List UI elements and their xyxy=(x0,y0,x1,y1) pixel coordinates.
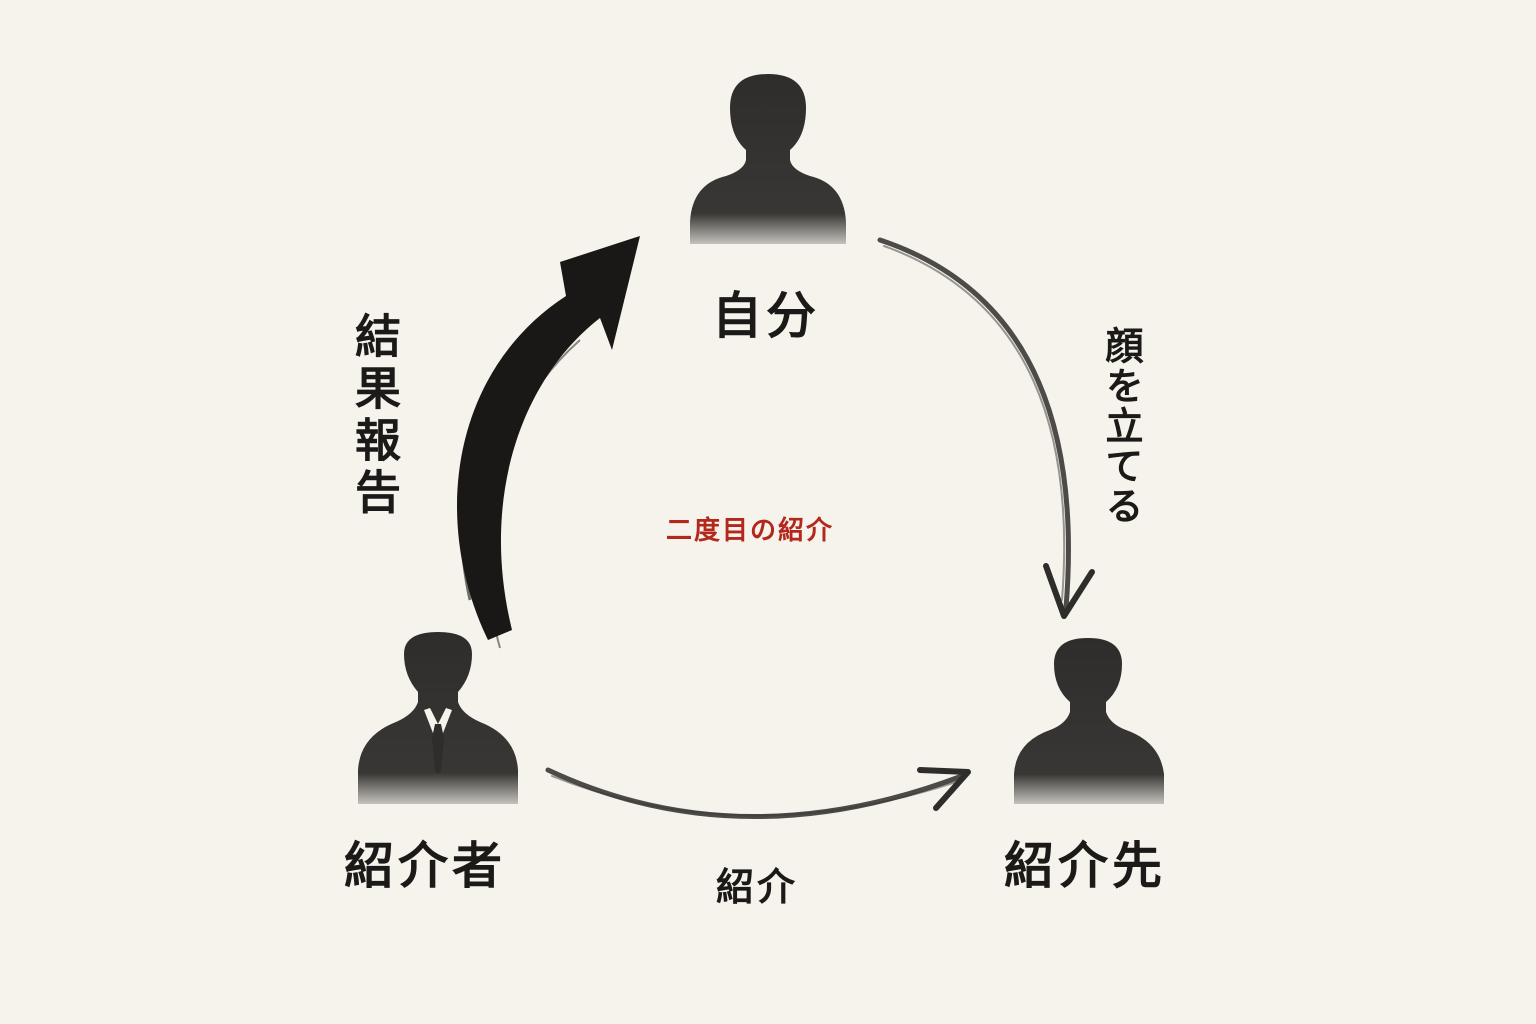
save-face-edge-label: 顔を立てる xyxy=(1099,326,1144,526)
introducer-businessman-icon xyxy=(358,632,518,804)
arrow-introducer-to-self xyxy=(457,236,640,649)
target-label: 紹介先 xyxy=(1004,836,1166,895)
target-person-icon xyxy=(1014,638,1164,804)
introducer-label: 紹介者 xyxy=(344,836,506,895)
introduce-edge-label: 紹介 xyxy=(716,864,799,909)
arrow-introducer-to-target xyxy=(545,767,971,820)
self-person-icon xyxy=(690,74,846,244)
self-label: 自分 xyxy=(712,286,820,345)
result-report-edge-label: 結果報告 xyxy=(348,312,402,520)
center-label: 二度目の紹介 xyxy=(666,516,835,546)
arrow-self-to-target xyxy=(877,237,1095,619)
